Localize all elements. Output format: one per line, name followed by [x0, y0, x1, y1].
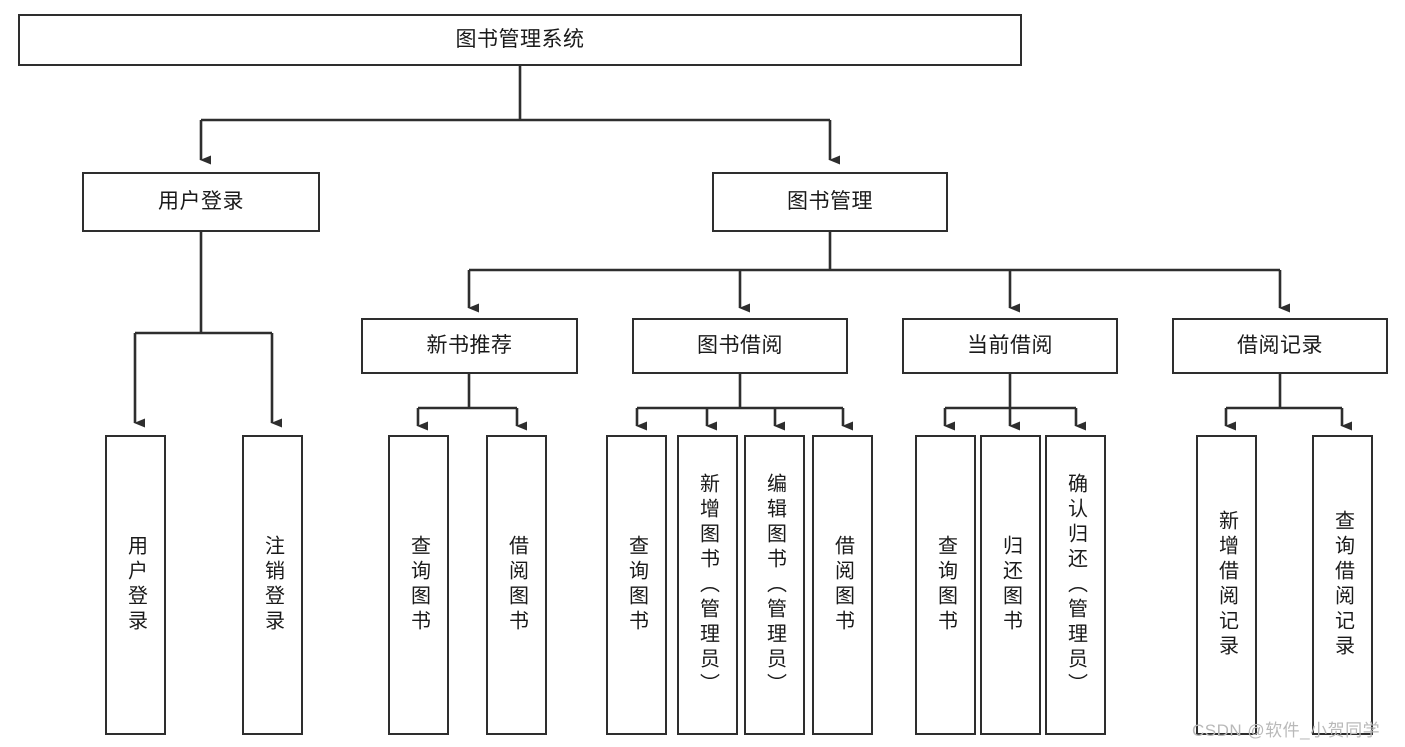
node-leaf-borrow-book-rec-label: 借阅图书: [505, 535, 528, 635]
node-book-borrow-label: 图书借阅: [697, 334, 783, 358]
node-leaf-user-login-label: 用户登录: [124, 535, 147, 635]
node-root[interactable]: 图书管理系统: [18, 14, 1022, 66]
node-leaf-query-book-cur-label: 查询图书: [934, 535, 957, 635]
csdn-watermark: CSDN @软件_小贺同学: [1192, 721, 1381, 740]
node-leaf-query-record[interactable]: 查询借阅记录: [1312, 435, 1373, 735]
node-leaf-query-book-borrow-label: 查询图书: [625, 535, 648, 635]
node-leaf-user-logout-label: 注销登录: [261, 535, 284, 635]
node-leaf-add-record[interactable]: 新增借阅记录: [1196, 435, 1257, 735]
node-leaf-return-book-label: 归还图书: [999, 535, 1022, 635]
node-leaf-return-book[interactable]: 归还图书: [980, 435, 1041, 735]
node-leaf-borrow-book-rec[interactable]: 借阅图书: [486, 435, 547, 735]
node-root-label: 图书管理系统: [455, 28, 585, 52]
node-new-book-recommend-label: 新书推荐: [426, 334, 513, 358]
node-current-borrow-label: 当前借阅: [967, 334, 1053, 358]
node-leaf-confirm-return-label: 确认归还（管理员）: [1064, 472, 1087, 698]
node-book-manage[interactable]: 图书管理: [712, 172, 948, 232]
node-leaf-borrow-book[interactable]: 借阅图书: [812, 435, 873, 735]
node-book-manage-label: 图书管理: [787, 190, 873, 214]
node-leaf-add-book[interactable]: 新增图书（管理员）: [677, 435, 738, 735]
node-leaf-edit-book[interactable]: 编辑图书（管理员）: [744, 435, 805, 735]
node-leaf-query-book-cur[interactable]: 查询图书: [915, 435, 976, 735]
node-leaf-user-login[interactable]: 用户登录: [105, 435, 166, 735]
node-leaf-user-logout[interactable]: 注销登录: [242, 435, 303, 735]
node-leaf-borrow-book-label: 借阅图书: [831, 535, 854, 635]
node-book-borrow[interactable]: 图书借阅: [632, 318, 848, 374]
node-leaf-add-book-label: 新增图书（管理员）: [696, 472, 719, 698]
node-current-borrow[interactable]: 当前借阅: [902, 318, 1118, 374]
node-user-login[interactable]: 用户登录: [82, 172, 320, 232]
node-new-book-recommend[interactable]: 新书推荐: [361, 318, 578, 374]
node-leaf-edit-book-label: 编辑图书（管理员）: [763, 472, 786, 698]
node-leaf-query-book-rec-label: 查询图书: [407, 535, 430, 635]
node-borrow-record-label: 借阅记录: [1237, 334, 1323, 358]
node-leaf-confirm-return[interactable]: 确认归还（管理员）: [1045, 435, 1106, 735]
node-leaf-query-record-label: 查询借阅记录: [1331, 510, 1354, 660]
node-leaf-query-book-rec[interactable]: 查询图书: [388, 435, 449, 735]
node-leaf-add-record-label: 新增借阅记录: [1215, 510, 1238, 660]
node-leaf-query-book-borrow[interactable]: 查询图书: [606, 435, 667, 735]
node-user-login-label: 用户登录: [158, 190, 244, 214]
node-borrow-record[interactable]: 借阅记录: [1172, 318, 1388, 374]
